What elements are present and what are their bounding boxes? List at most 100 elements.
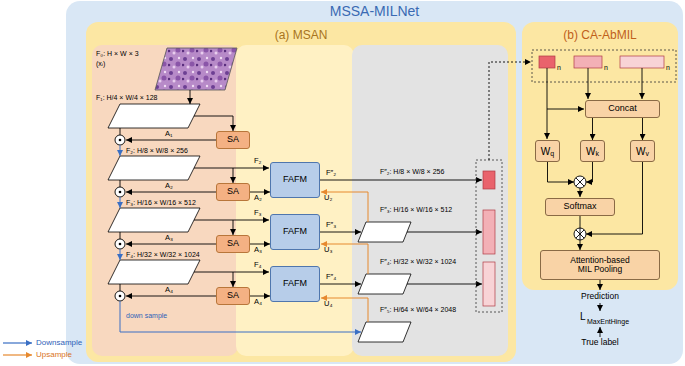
node-text: W [541,146,550,157]
downsample-label: down sample [126,312,167,319]
feature-bar [483,262,495,306]
sa-box: SA [216,235,250,253]
output-arrow [407,232,482,233]
weight-box: Wq [535,140,560,162]
weight-box: Wk [580,140,605,162]
sa-box: SA [216,287,250,305]
prediction-label: Prediction [581,292,619,301]
multiply-dot [119,295,122,298]
flow-arrow [547,109,584,110]
token-frame [532,50,676,82]
softmax-box: Softmax [545,198,615,216]
legend-text: Upsample [36,351,72,359]
node-text: MSSA-MILNet [66,3,683,19]
multiply-symbol [115,239,125,249]
connector-arrow [642,118,643,140]
feature-label: F₃ [254,209,262,217]
fafm-box: FAFM [270,266,320,302]
outer-panel-shape [66,1,683,364]
flow-arrow [190,90,191,104]
connector-arrow [580,216,581,250]
flow-arrow [548,162,575,182]
flow-arrow [586,162,593,182]
subscript-text: k [595,150,599,158]
attention-arrow [126,192,216,193]
feature-map [108,104,200,128]
downsample-arrow [120,197,121,208]
node-text: SA [227,291,239,301]
node-text: (b) CA-AbMIL [522,28,678,42]
attention-label: A₃ [254,246,262,254]
upsample-label: U₂ [324,194,332,202]
feature-bar [483,171,495,189]
loss-symbol: L [580,312,586,322]
legend-sample [3,342,32,343]
output-label: F″₃ [326,221,336,229]
attention-label: A₂ [254,194,262,202]
token [574,56,602,68]
input-label: (xᵢ) [96,60,105,67]
histology-image [155,48,237,90]
feature-label: F₃: H/16 × W/16 × 512 [126,199,196,206]
token [539,56,555,68]
matmul-cross [576,178,584,186]
upsample-label: U₄ [324,300,332,308]
feature-stack-frame [476,160,502,312]
downsample-arrow [120,145,121,156]
subscript-text: q [550,150,554,158]
fusion-column [236,45,354,356]
fafm-box: FAFM [270,162,320,198]
node-text: Softmax [563,202,596,212]
attention-arrow [126,140,216,141]
feature-label: F₂: H/8 × W/8 × 256 [126,147,188,154]
output-dimension: F″₂: H/8 × W/8 × 256 [380,168,444,175]
pooling-box: Attention-based MIL Pooling [540,250,660,280]
feature-label: F₀: H × W × 3 [96,50,139,57]
multiply-symbol [115,291,125,301]
flow-arrow [233,168,269,169]
node-text: SA [227,135,239,145]
flow-arrow [588,68,589,99]
attention-label: A₁ [165,130,173,138]
legend-sample [3,354,32,355]
feature-label: F₄: H/32 × W/32 × 1024 [126,251,200,258]
multiply-symbol [115,187,125,197]
feature-label: F₄ [254,261,262,269]
feature-map [108,208,200,232]
multiply-dot [119,139,122,142]
upsample-label: U₃ [324,246,332,254]
node-text: Attention-based MIL Pooling [564,256,636,275]
output-dimension: F″₅: H/64 × W/64 × 2048 [380,306,456,313]
output-map [358,322,411,342]
attention-label: A₄ [165,286,173,294]
flow-arrow [642,68,643,99]
attention-label: A₂ [165,182,173,190]
multiply-dot [119,191,122,194]
matmul-symbol [574,176,586,188]
weight-box: Wv [630,140,655,162]
connector-arrow [250,244,270,245]
output-arrow [320,180,482,181]
flow-arrow [233,272,269,273]
node-text: SA [227,239,239,249]
node-text: W [586,146,595,157]
attention-arrow [126,244,216,245]
node-text: FAFM [283,227,307,237]
flow-arrow [233,220,269,221]
node-text: W [636,146,645,157]
subscript-text: v [645,150,649,158]
flow-arrow [600,303,601,311]
output-column [352,45,508,356]
module-panel: (b) CA-AbMILConcatWqWkWvSoftmaxAttention… [522,22,678,290]
flow-arrow [194,272,233,287]
feature-label: F₂ [254,157,262,165]
token [620,56,664,68]
loss-subscript: MaxEntHinge [587,318,629,325]
output-label: F″₄ [326,273,336,281]
connector-arrow [250,192,270,193]
fafm-box: FAFM [270,214,320,250]
flow-arrow [600,327,601,337]
flow-arrow [194,220,233,235]
token-count: n [604,64,608,71]
